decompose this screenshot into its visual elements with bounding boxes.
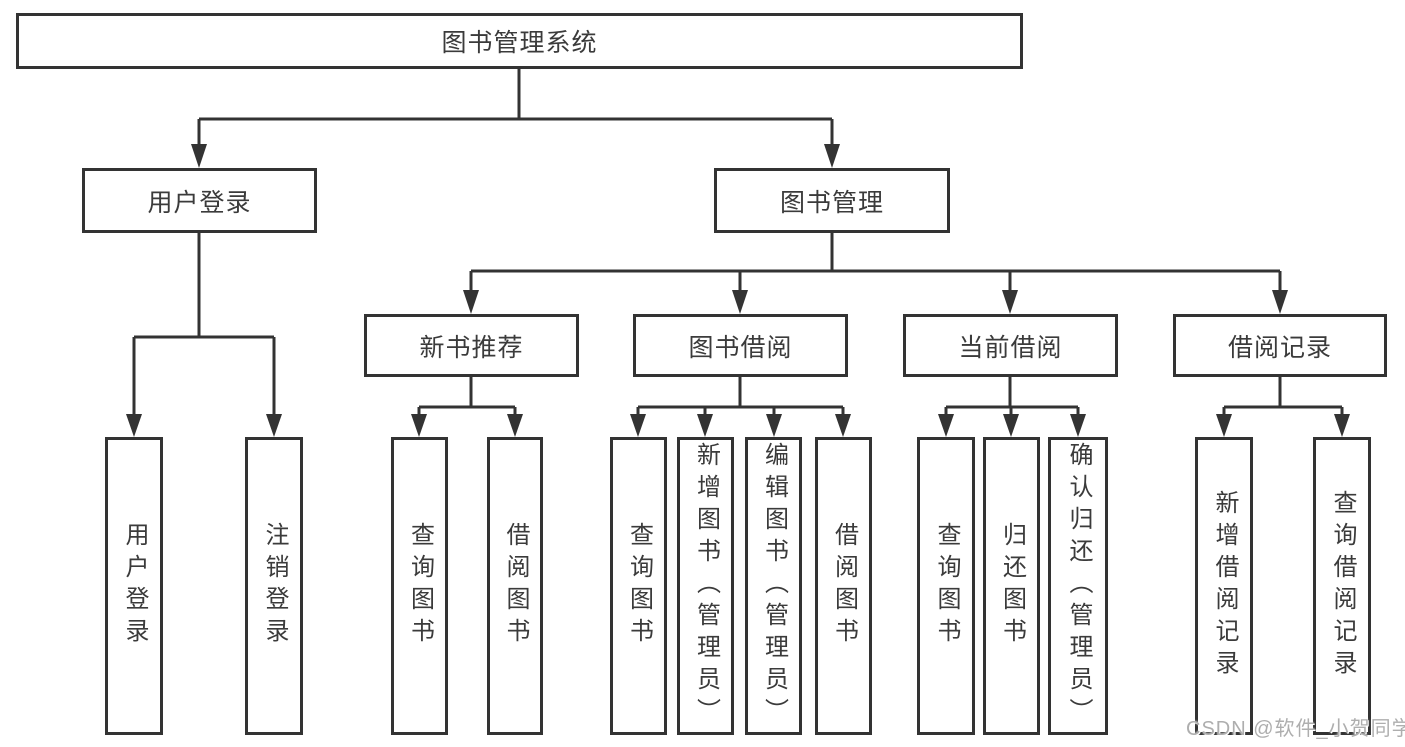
- leaf-borrow-add-books-admin: 新增图书（管理员）: [677, 437, 734, 735]
- watermark: CSDN @软件_小贺同学: [1186, 718, 1405, 740]
- leaf-label: 查询借阅记录: [1329, 490, 1356, 682]
- arrowhead-icon: [266, 414, 282, 437]
- leaf-label: 新增图书（管理员）: [692, 442, 720, 730]
- leaf-label: 用户登录: [121, 522, 148, 650]
- arrowhead-icon: [126, 414, 142, 437]
- arrowhead-icon: [1334, 414, 1350, 437]
- leaf-current-query-books: 查询图书: [917, 437, 975, 735]
- leaf-newbook-borrow-books: 借阅图书: [487, 437, 543, 735]
- arrowhead-icon: [1272, 290, 1288, 314]
- arrowhead-icon: [507, 414, 523, 437]
- arrowhead-icon: [697, 414, 713, 437]
- leaf-label: 查询图书: [933, 522, 960, 650]
- node-book-management: 图书管理: [714, 168, 950, 233]
- leaf-records-query-record: 查询借阅记录: [1313, 437, 1371, 735]
- arrowhead-icon: [732, 290, 748, 314]
- leaf-logout-login: 注销登录: [245, 437, 303, 735]
- arrowhead-icon: [463, 290, 479, 314]
- leaf-label: 归还图书: [998, 522, 1026, 650]
- leaf-label: 借阅图书: [830, 522, 858, 650]
- node-new-book-recommend: 新书推荐: [364, 314, 579, 377]
- leaf-label: 借阅图书: [502, 522, 529, 650]
- leaf-borrow-borrow-books: 借阅图书: [815, 437, 872, 735]
- arrowhead-icon: [938, 414, 954, 437]
- leaf-label: 查询图书: [625, 522, 653, 650]
- leaf-user-login: 用户登录: [105, 437, 163, 735]
- connector-root-to-level2: [191, 69, 840, 168]
- leaf-label: 新增借阅记录: [1211, 490, 1238, 682]
- node-borrowing-records: 借阅记录: [1173, 314, 1387, 377]
- connector-book-management-to-level3: [463, 233, 1288, 314]
- arrowhead-icon: [1216, 414, 1232, 437]
- leaf-newbook-query-books: 查询图书: [391, 437, 448, 735]
- leaf-label: 注销登录: [261, 522, 288, 650]
- node-user-login: 用户登录: [82, 168, 317, 233]
- arrowhead-icon: [191, 144, 207, 168]
- arrowhead-icon: [766, 414, 782, 437]
- leaf-current-confirm-return-admin: 确认归还（管理员）: [1048, 437, 1108, 735]
- connector-borrow-records-to-leaves: [1216, 377, 1350, 437]
- leaf-current-return-books: 归还图书: [983, 437, 1040, 735]
- arrowhead-icon: [1070, 414, 1086, 437]
- arrowhead-icon: [1003, 414, 1019, 437]
- connector-new-book-to-leaves: [411, 377, 523, 437]
- leaf-label: 编辑图书（管理员）: [760, 442, 788, 730]
- arrowhead-icon: [824, 144, 840, 168]
- connector-book-borrow-to-leaves: [630, 377, 851, 437]
- arrowhead-icon: [411, 414, 427, 437]
- leaf-borrow-query-books: 查询图书: [610, 437, 667, 735]
- node-root: 图书管理系统: [16, 13, 1023, 69]
- arrowhead-icon: [630, 414, 646, 437]
- connector-user-login-to-leaves: [126, 233, 282, 437]
- node-current-borrowing: 当前借阅: [903, 314, 1118, 377]
- leaf-records-add-record: 新增借阅记录: [1195, 437, 1253, 735]
- node-book-borrowing: 图书借阅: [633, 314, 848, 377]
- arrowhead-icon: [1002, 290, 1018, 314]
- leaf-borrow-edit-books-admin: 编辑图书（管理员）: [745, 437, 802, 735]
- arrowhead-icon: [835, 414, 851, 437]
- connector-current-borrow-to-leaves: [938, 377, 1086, 437]
- leaf-label: 查询图书: [406, 522, 434, 650]
- leaf-label: 确认归还（管理员）: [1065, 442, 1092, 730]
